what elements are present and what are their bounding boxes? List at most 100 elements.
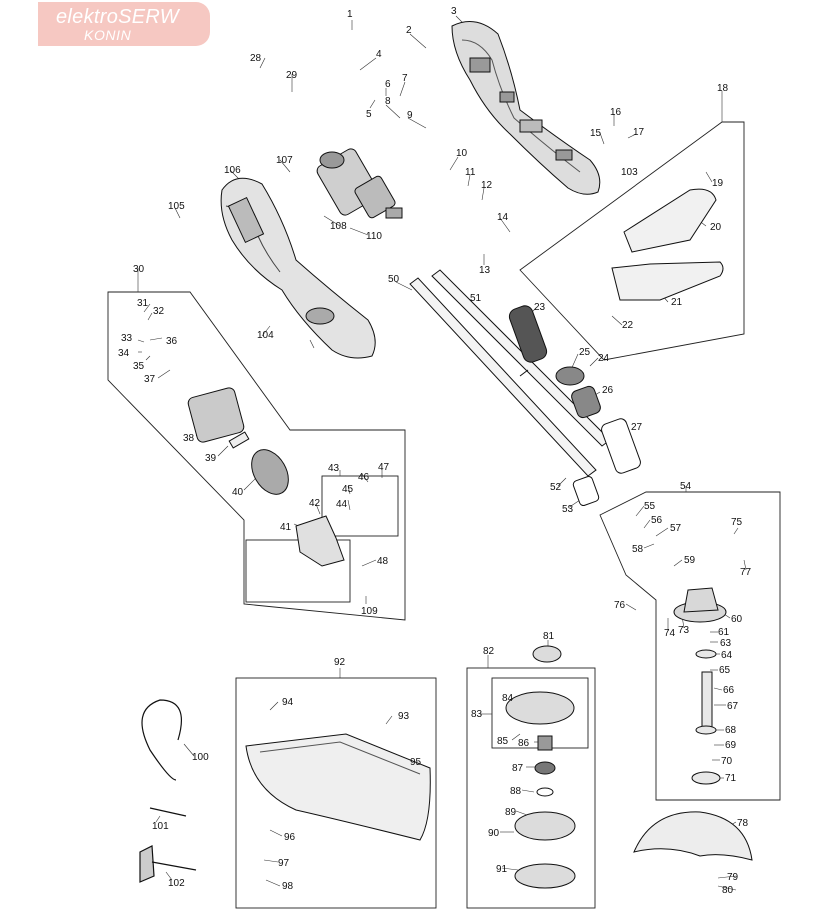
part-label: 83 xyxy=(471,709,483,720)
part-label: 71 xyxy=(725,773,737,784)
field-and-rotor xyxy=(187,387,289,495)
large-guard xyxy=(245,733,431,841)
part-label: 12 xyxy=(481,180,493,191)
shaft-coupler xyxy=(572,475,600,507)
part-label: 100 xyxy=(192,752,209,763)
part-label: 27 xyxy=(631,422,643,433)
part-label: 8 xyxy=(385,96,391,107)
part-label: 22 xyxy=(622,320,634,331)
part-label: 13 xyxy=(479,265,491,276)
part-label: 86 xyxy=(518,738,530,749)
part-label: 105 xyxy=(168,201,185,212)
part-label: 17 xyxy=(633,127,645,138)
part-label: 30 xyxy=(133,264,145,275)
part-label: 102 xyxy=(168,878,185,889)
logo-city: KONIN xyxy=(84,27,132,43)
part-label: 50 xyxy=(388,274,400,285)
part-label: 23 xyxy=(534,302,546,313)
part-label: 29 xyxy=(286,70,298,81)
part-label: 68 xyxy=(725,725,737,736)
part-label: 39 xyxy=(205,453,217,464)
leader-lines xyxy=(137,15,747,891)
part-label: 55 xyxy=(644,501,656,512)
housing-right-half xyxy=(451,21,601,195)
accessories xyxy=(139,699,197,883)
part-label: 10 xyxy=(456,148,468,159)
frame-82 xyxy=(466,667,596,909)
part-label: 79 xyxy=(727,872,739,883)
part-label: 21 xyxy=(671,297,683,308)
part-label: 91 xyxy=(496,864,508,875)
part-label: 80 xyxy=(722,885,734,896)
part-label: 58 xyxy=(632,544,644,555)
part-label: 38 xyxy=(183,433,195,444)
housing-left-half xyxy=(220,177,376,359)
part-label: 35 xyxy=(133,361,145,372)
part-label: 98 xyxy=(282,881,294,892)
part-label: 25 xyxy=(579,347,591,358)
part-label: 41 xyxy=(280,522,292,533)
part-label: 37 xyxy=(144,374,156,385)
part-label: 40 xyxy=(232,487,244,498)
part-label: 109 xyxy=(361,606,378,617)
spindle-stack xyxy=(691,649,721,785)
part-label: 65 xyxy=(719,665,731,676)
part-label: 57 xyxy=(670,523,682,534)
part-label: 89 xyxy=(505,807,517,818)
part-label: 63 xyxy=(720,638,732,649)
frame-92 xyxy=(235,677,437,909)
part-label: 59 xyxy=(684,555,696,566)
part-label: 53 xyxy=(562,504,574,515)
part-label: 54 xyxy=(680,481,692,492)
clamp-parts xyxy=(555,366,641,474)
part-label: 43 xyxy=(328,463,340,474)
part-label: 5 xyxy=(366,109,372,120)
part-label: 73 xyxy=(678,625,690,636)
part-label: 32 xyxy=(153,306,165,317)
part-label: 82 xyxy=(483,646,495,657)
gear-head xyxy=(673,587,727,623)
part-label: 48 xyxy=(377,556,389,567)
frame-54 xyxy=(599,491,781,801)
part-label: 97 xyxy=(278,858,290,869)
part-label: 70 xyxy=(721,756,733,767)
part-label: 108 xyxy=(330,221,347,232)
part-label: 81 xyxy=(543,631,555,642)
part-label: 64 xyxy=(721,650,733,661)
part-label: 77 xyxy=(740,567,752,578)
part-label: 31 xyxy=(137,298,149,309)
part-label: 52 xyxy=(550,482,562,493)
part-label: 78 xyxy=(737,818,749,829)
grip-sleeve xyxy=(508,305,548,363)
logo-brand: elektroSERW xyxy=(56,6,179,28)
part-label: 94 xyxy=(282,697,294,708)
part-label: 46 xyxy=(358,472,370,483)
part-label: 104 xyxy=(257,330,274,341)
part-label: 44 xyxy=(336,499,348,510)
part-label: 84 xyxy=(502,693,514,704)
gear-case xyxy=(295,515,345,567)
part-label: 66 xyxy=(723,685,735,696)
shaft-tubes xyxy=(409,269,611,477)
part-label: 101 xyxy=(152,821,169,832)
part-label: 20 xyxy=(710,222,722,233)
part-label: 69 xyxy=(725,740,737,751)
part-label: 33 xyxy=(121,333,133,344)
part-label: 16 xyxy=(610,107,622,118)
part-label: 11 xyxy=(465,167,476,178)
part-label: 60 xyxy=(731,614,743,625)
part-label: 42 xyxy=(309,498,321,509)
group-frames xyxy=(107,121,781,909)
part-label: 26 xyxy=(602,385,614,396)
part-label: 67 xyxy=(727,701,739,712)
part-label: 45 xyxy=(342,484,354,495)
part-label: 14 xyxy=(497,212,509,223)
front-handle xyxy=(611,188,724,301)
part-label: 1 xyxy=(347,9,353,20)
part-label: 47 xyxy=(378,462,390,473)
part-label: 15 xyxy=(590,128,602,139)
part-label: 106 xyxy=(224,165,241,176)
part-label: 76 xyxy=(614,600,626,611)
